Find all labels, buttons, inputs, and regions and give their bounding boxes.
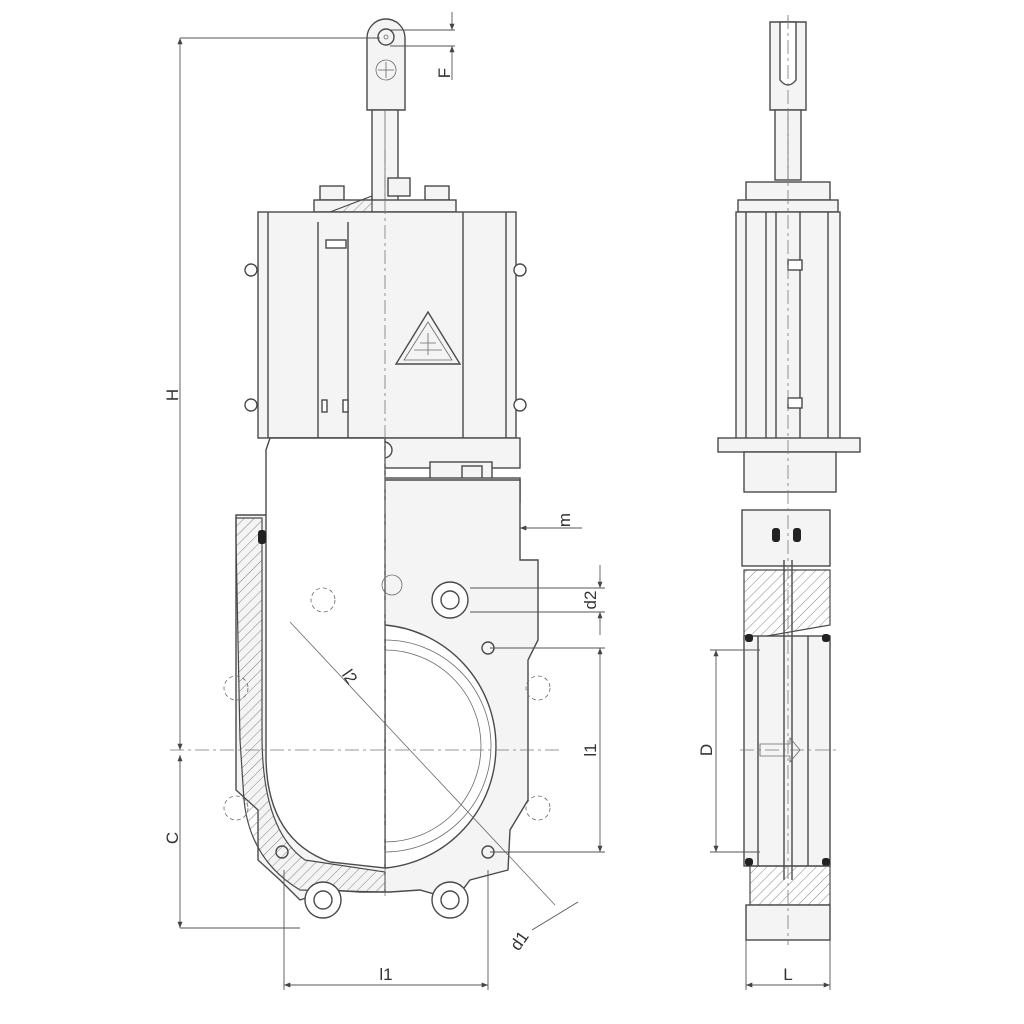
dim-label-l1-bottom: l1 [379,965,392,984]
dim-label-H: H [163,389,182,401]
pneumatic-cylinder [244,211,527,439]
dim-label-F: F [435,68,454,78]
side-view: D L [697,15,861,990]
rod-eye [366,18,406,111]
valve-body [223,437,551,919]
dim-label-C: C [163,832,182,844]
dim-label-L: L [783,965,792,984]
dim-label-d2: d2 [581,591,600,610]
dim-label-D: D [697,744,716,756]
dim-label-m: m [555,513,574,527]
dim-label-d1: d1 [506,928,532,954]
front-view: H F C l1 l1 l2 m d1 d2 [163,12,605,990]
l2-diagonal [289,621,556,906]
dimensions-front [177,12,605,990]
dim-label-l1-right: l1 [581,743,600,756]
